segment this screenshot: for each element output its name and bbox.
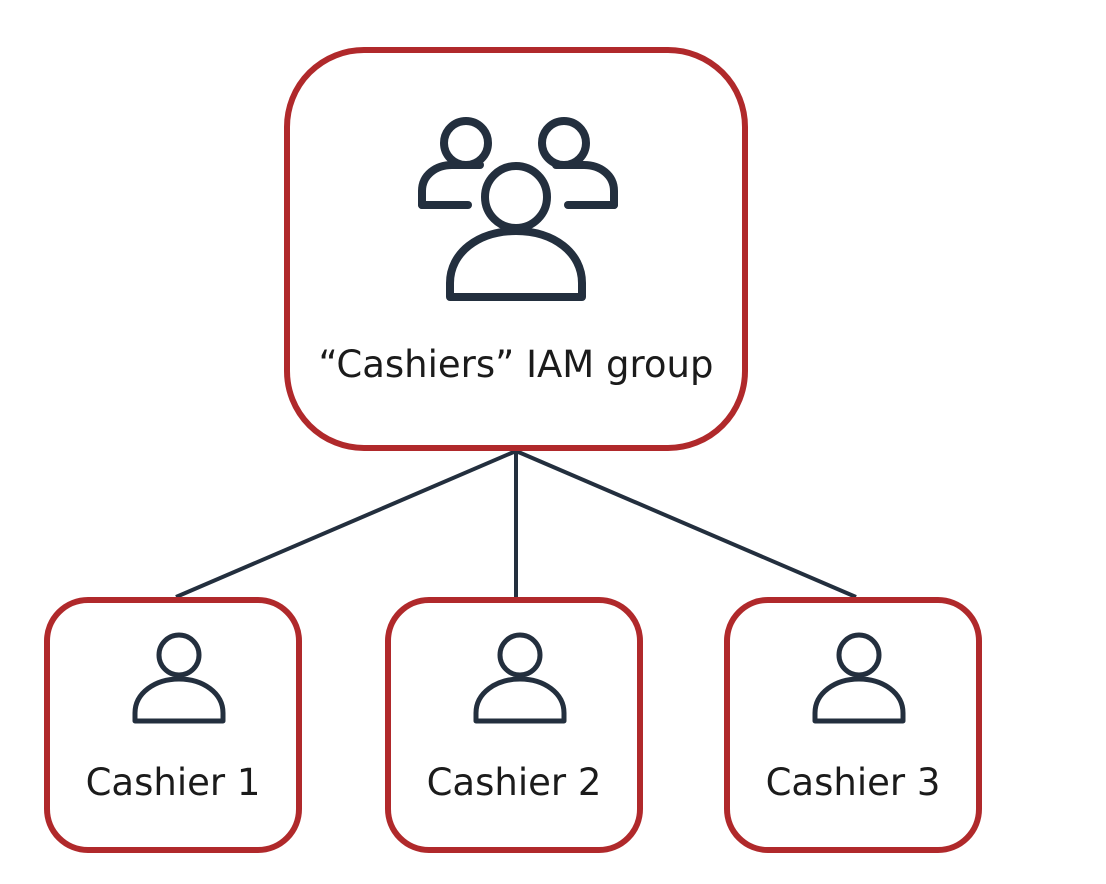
user-icon: [473, 632, 567, 724]
user-icon: [812, 632, 906, 724]
user-box-cashier-2: Cashier 2: [385, 597, 643, 853]
user-box-cashier-3: Cashier 3: [724, 597, 982, 853]
users-group-icon: [418, 117, 618, 301]
connector-to-cashier-1: [175, 449, 517, 599]
user-label: Cashier 1: [85, 761, 261, 804]
connector-to-cashier-3: [515, 449, 857, 599]
user-label: Cashier 2: [426, 761, 602, 804]
group-label: “Cashiers” IAM group: [318, 343, 714, 386]
user-label: Cashier 3: [765, 761, 941, 804]
user-icon: [132, 632, 226, 724]
user-box-cashier-1: Cashier 1: [44, 597, 302, 853]
iam-group-box: “Cashiers” IAM group: [284, 47, 748, 451]
